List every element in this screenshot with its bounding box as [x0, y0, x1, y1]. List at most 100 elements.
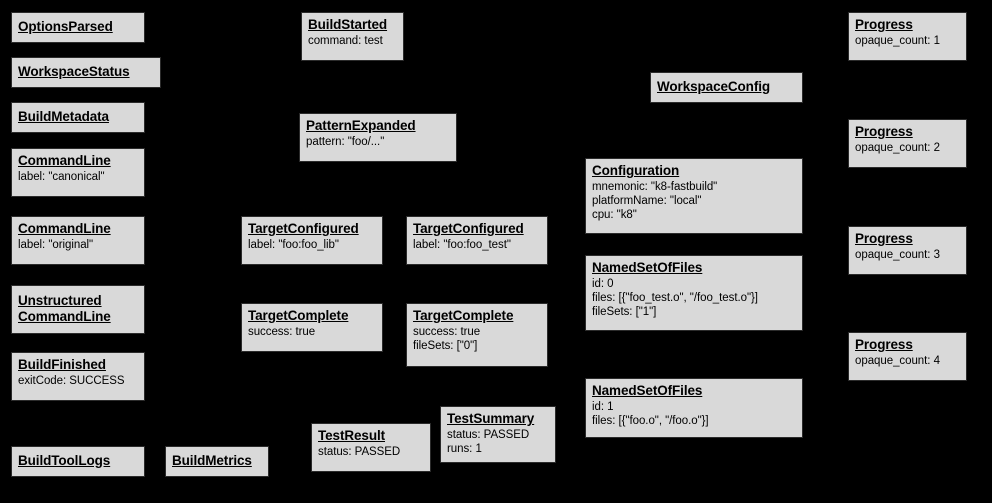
- node-title-wrap: BuildMetadata: [18, 109, 109, 125]
- node-progress-1[interactable]: Progress opaque_count: 1: [848, 12, 967, 61]
- node-title: TargetComplete: [248, 308, 349, 323]
- node-title: BuildMetrics: [172, 452, 252, 468]
- node-title-wrap: BuildFinished: [18, 357, 138, 373]
- node-title-wrap: Progress: [855, 337, 960, 353]
- node-title: CommandLine: [18, 221, 111, 236]
- node-test-summary[interactable]: TestSummary status: PASSED runs: 1: [440, 406, 556, 463]
- node-title: BuildToolLogs: [18, 452, 111, 468]
- node-title: TargetConfigured: [248, 221, 359, 236]
- node-title: CommandLine: [18, 308, 111, 324]
- node-title-wrap: TargetConfigured: [248, 221, 376, 237]
- node-field: label: "original": [18, 239, 94, 251]
- node-title: NamedSetOfFiles: [592, 383, 703, 398]
- node-title: Configuration: [592, 163, 680, 178]
- node-command-line-original[interactable]: CommandLine label: "original": [11, 216, 145, 265]
- node-title: TestResult: [318, 428, 386, 443]
- node-title-wrap: BuildToolLogs: [18, 453, 110, 469]
- node-title-wrap: Configuration: [592, 163, 796, 179]
- node-title: BuildStarted: [308, 17, 388, 32]
- node-title-wrap: BuildMetrics: [172, 453, 252, 469]
- node-field: success: true: [413, 326, 481, 338]
- node-build-tool-logs[interactable]: BuildToolLogs: [11, 446, 145, 477]
- node-field: fileSets: ["0"]: [413, 340, 478, 352]
- node-field: pattern: "foo/...": [306, 136, 385, 148]
- node-title-wrap: TargetConfigured: [413, 221, 541, 237]
- node-progress-4[interactable]: Progress opaque_count: 4: [848, 332, 967, 381]
- node-build-metadata[interactable]: BuildMetadata: [11, 102, 145, 133]
- node-target-configured-foo-test[interactable]: TargetConfigured label: "foo:foo_test": [406, 216, 548, 265]
- node-title-wrap: TestResult: [318, 428, 424, 444]
- node-target-complete-lib[interactable]: TargetComplete success: true: [241, 303, 383, 352]
- node-field: fileSets: ["1"]: [592, 306, 657, 318]
- node-field: opaque_count: 4: [855, 355, 940, 367]
- node-title-wrap: BuildStarted: [308, 17, 397, 33]
- node-configuration[interactable]: Configuration mnemonic: "k8-fastbuild" pla…: [585, 158, 803, 234]
- node-title: Progress: [855, 231, 913, 246]
- node-title-wrap: WorkspaceStatus: [18, 64, 130, 80]
- node-title: Progress: [855, 124, 913, 139]
- node-field: label: "foo:foo_lib": [248, 239, 339, 251]
- node-title-wrap: Progress: [855, 231, 960, 247]
- node-field: success: true: [248, 326, 316, 338]
- node-field: mnemonic: "k8-fastbuild": [592, 181, 718, 193]
- node-title: OptionsParsed: [18, 18, 113, 34]
- node-title: Progress: [855, 17, 913, 32]
- node-field: platformName: "local": [592, 195, 702, 207]
- node-field: opaque_count: 3: [855, 249, 940, 261]
- node-title: PatternExpanded: [306, 118, 416, 133]
- node-title: TargetComplete: [413, 308, 514, 323]
- node-test-result[interactable]: TestResult status: PASSED: [311, 423, 431, 472]
- node-title-wrap: TargetComplete: [413, 308, 541, 324]
- node-title-wrap: OptionsParsed: [18, 19, 113, 35]
- node-field: status: PASSED: [447, 429, 530, 441]
- node-title: NamedSetOfFiles: [592, 260, 703, 275]
- node-title: BuildMetadata: [18, 108, 109, 124]
- node-title: TargetConfigured: [413, 221, 524, 236]
- node-title-wrap: PatternExpanded: [306, 118, 450, 134]
- node-field: cpu: "k8": [592, 209, 637, 221]
- node-field: status: PASSED: [318, 446, 401, 458]
- node-progress-3[interactable]: Progress opaque_count: 3: [848, 226, 967, 275]
- node-progress-2[interactable]: Progress opaque_count: 2: [848, 119, 967, 168]
- node-build-finished[interactable]: BuildFinished exitCode: SUCCESS: [11, 352, 145, 401]
- node-pattern-expanded[interactable]: PatternExpanded pattern: "foo/...": [299, 113, 457, 162]
- node-field: label: "canonical": [18, 171, 105, 183]
- node-workspace-config[interactable]: WorkspaceConfig: [650, 72, 803, 103]
- node-command-line-canonical[interactable]: CommandLine label: "canonical": [11, 148, 145, 197]
- node-field: opaque_count: 2: [855, 142, 940, 154]
- node-options-parsed[interactable]: OptionsParsed: [11, 12, 145, 43]
- node-title: Progress: [855, 337, 913, 352]
- node-title-wrap: WorkspaceConfig: [657, 79, 770, 95]
- node-title-wrap: CommandLine: [18, 221, 138, 237]
- node-field: files: [{"foo_test.o", "/foo_test.o"}]: [592, 292, 758, 304]
- node-target-configured-foo-lib[interactable]: TargetConfigured label: "foo:foo_lib": [241, 216, 383, 265]
- node-field: id: 1: [592, 401, 614, 413]
- node-title: BuildFinished: [18, 357, 106, 372]
- node-build-metrics[interactable]: BuildMetrics: [165, 446, 269, 477]
- node-field: runs: 1: [447, 443, 482, 455]
- node-target-complete-test[interactable]: TargetComplete success: true fileSets: ["0…: [406, 303, 548, 367]
- node-field: exitCode: SUCCESS: [18, 375, 125, 387]
- node-field: id: 0: [592, 278, 614, 290]
- node-field: label: "foo:foo_test": [413, 239, 511, 251]
- node-build-started[interactable]: BuildStarted command: test: [301, 12, 404, 61]
- node-title-wrap: NamedSetOfFiles: [592, 260, 796, 276]
- node-field: opaque_count: 1: [855, 35, 940, 47]
- node-title: WorkspaceConfig: [657, 78, 771, 94]
- node-title: Unstructured: [18, 292, 102, 308]
- node-title: WorkspaceStatus: [18, 63, 130, 79]
- node-title-wrap: Progress: [855, 124, 960, 140]
- node-title: CommandLine: [18, 153, 111, 168]
- node-named-set-of-files-0[interactable]: NamedSetOfFiles id: 0 files: [{"foo_test.o…: [585, 255, 803, 331]
- node-title-wrap: TestSummary: [447, 411, 549, 427]
- node-title-wrap: TargetComplete: [248, 308, 376, 324]
- node-title-wrap: NamedSetOfFiles: [592, 383, 796, 399]
- node-workspace-status[interactable]: WorkspaceStatus: [11, 57, 161, 88]
- node-title-wrap: Progress: [855, 17, 960, 33]
- node-field: command: test: [308, 35, 383, 47]
- node-title: TestSummary: [447, 411, 535, 426]
